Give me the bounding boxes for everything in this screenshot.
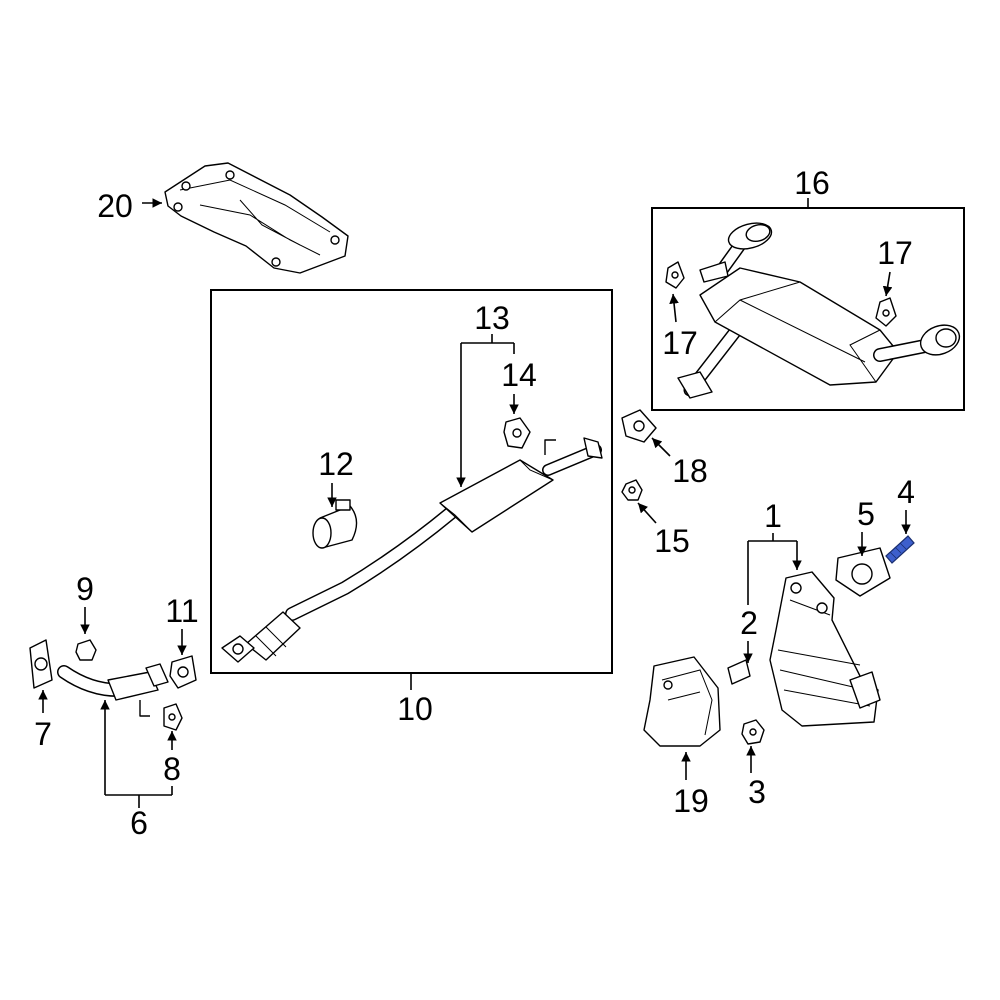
part-5 (835, 547, 891, 597)
callout-1: 1 (764, 498, 782, 534)
part-17-left (665, 261, 685, 289)
callout-labels: 20 16 17 17 13 14 12 10 18 15 1 2 5 4 3 … (34, 165, 915, 841)
callout-14: 14 (501, 357, 537, 393)
callout-17-left: 17 (662, 325, 698, 361)
callout-19: 19 (673, 783, 709, 819)
part-20 (164, 162, 349, 274)
callout-3: 3 (748, 774, 766, 810)
callout-4: 4 (897, 474, 915, 510)
callout-5: 5 (857, 496, 875, 532)
callout-13: 13 (474, 300, 510, 336)
callout-20: 20 (97, 188, 133, 224)
callout-8: 8 (163, 751, 181, 787)
part-14 (503, 417, 531, 449)
part-7 (29, 639, 53, 689)
part-1 (769, 571, 881, 727)
part-9 (75, 639, 97, 661)
part-13 (221, 437, 603, 663)
part-19 (643, 656, 721, 747)
part-4 (885, 535, 915, 564)
callout-7: 7 (34, 716, 52, 752)
leader-lines (38, 198, 911, 808)
part-18 (621, 409, 657, 443)
callout-18: 18 (672, 453, 708, 489)
callout-9: 9 (76, 571, 94, 607)
part-2 (727, 659, 751, 685)
part-15 (621, 479, 643, 501)
callout-12: 12 (318, 446, 354, 482)
part-8 (163, 703, 183, 731)
part-11 (169, 655, 197, 689)
callout-16: 16 (794, 165, 830, 201)
callout-2: 2 (740, 605, 758, 641)
callout-11: 11 (165, 593, 198, 629)
part-12 (312, 499, 358, 549)
callout-17-right: 17 (877, 235, 913, 271)
part-16 (677, 222, 961, 399)
part-17-right (875, 297, 897, 327)
callout-6: 6 (130, 805, 148, 841)
callout-15: 15 (654, 523, 690, 559)
part-6 (57, 663, 169, 717)
callout-10: 10 (397, 691, 433, 727)
part-3 (741, 719, 765, 745)
